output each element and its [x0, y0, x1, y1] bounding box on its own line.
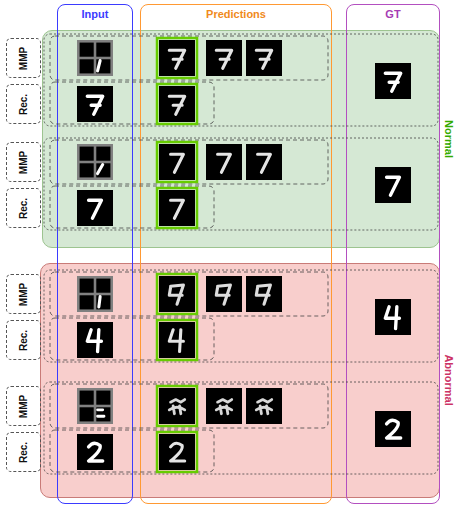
input-image — [77, 86, 113, 122]
selected-frame — [157, 432, 197, 472]
prediction-image — [159, 434, 195, 470]
row-frame — [50, 318, 214, 360]
node-label: Rec. — [18, 441, 29, 462]
ground-truth-image — [375, 411, 411, 447]
masked-input — [77, 40, 113, 76]
prediction-image — [246, 40, 282, 76]
group-frame — [44, 382, 438, 474]
row-frame — [50, 36, 328, 80]
masked-input — [77, 144, 113, 180]
selected-frame — [157, 274, 197, 314]
group-frame — [44, 270, 438, 362]
column-frame: Predictions — [140, 4, 332, 504]
prediction-image — [159, 144, 195, 180]
ground-truth-image — [375, 299, 411, 335]
row-frame — [50, 140, 328, 184]
prediction-image — [246, 144, 282, 180]
selected-frame — [157, 84, 197, 124]
masked-input — [77, 276, 113, 312]
row-frame — [50, 82, 214, 124]
input-image — [77, 322, 113, 358]
column-frame: Input — [57, 4, 133, 504]
selected-frame — [157, 142, 197, 182]
column-frame: GT — [346, 4, 440, 504]
sample-group — [44, 382, 438, 474]
masked-input — [77, 388, 113, 424]
row-label-box: MMP — [6, 38, 41, 78]
row-label-box: MMP — [6, 142, 41, 182]
row-label-box: Rec. — [6, 432, 41, 472]
ground-truth-image — [375, 167, 411, 203]
prediction-image — [246, 276, 282, 312]
prediction-image — [159, 388, 195, 424]
prediction-image — [246, 388, 282, 424]
group-frame — [44, 34, 438, 126]
node-label: MMP — [18, 282, 29, 305]
ground-truth-image — [375, 63, 411, 99]
node-label: MMP — [18, 394, 29, 417]
selected-frame — [157, 320, 197, 360]
row-label-box: Rec. — [6, 188, 41, 228]
prediction-image — [159, 190, 195, 226]
input-image — [77, 190, 113, 226]
sample-group — [44, 34, 438, 126]
prediction-image — [206, 40, 242, 76]
node-label: Abnormal — [443, 354, 455, 405]
row-frame — [50, 186, 214, 228]
group-band: Normal — [42, 30, 440, 248]
node-label: Rec. — [18, 93, 29, 114]
row-frame — [50, 384, 328, 428]
node-label: Rec. — [18, 329, 29, 350]
group-frame — [44, 138, 438, 230]
node-label: MMP — [18, 150, 29, 173]
row-frame — [50, 272, 328, 316]
prediction-image — [159, 86, 195, 122]
row-label-box: MMP — [6, 274, 41, 314]
prediction-image — [206, 144, 242, 180]
selected-frame — [157, 188, 197, 228]
row-label-box: Rec. — [6, 320, 41, 360]
prediction-image — [159, 322, 195, 358]
prediction-image — [206, 388, 242, 424]
node-label: Input — [82, 8, 109, 20]
prediction-image — [206, 276, 242, 312]
node-label: Normal — [443, 120, 455, 158]
prediction-image — [159, 276, 195, 312]
input-image — [77, 434, 113, 470]
selected-frame — [157, 386, 197, 426]
group-band: Abnormal — [40, 263, 440, 498]
node-label: Predictions — [206, 8, 266, 20]
node-label: Rec. — [18, 197, 29, 218]
row-frame — [50, 430, 214, 472]
node-label: MMP — [18, 46, 29, 69]
sample-group — [44, 270, 438, 362]
selected-frame — [157, 38, 197, 78]
row-label-box: MMP — [6, 386, 41, 426]
prediction-image — [159, 40, 195, 76]
sample-group — [44, 138, 438, 230]
node-label: GT — [385, 8, 400, 20]
row-label-box: Rec. — [6, 84, 41, 124]
